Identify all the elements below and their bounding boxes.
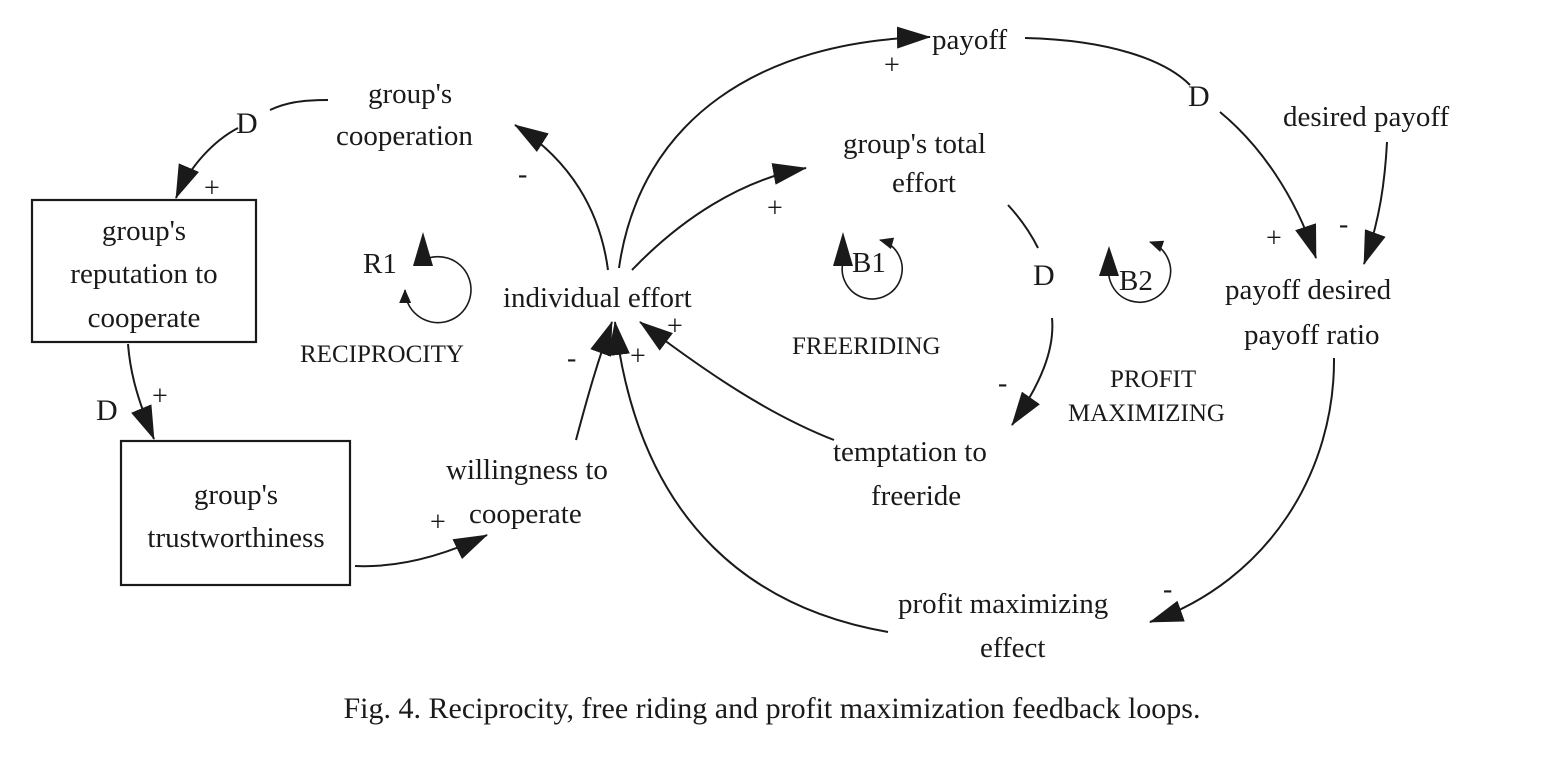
causal-loop-diagram: R1 B1 B2 RECIPROCITY FREERIDING PROFIT M…: [30, 24, 1449, 664]
sign-trustworthiness-to-willingness: +: [430, 507, 446, 538]
var-desired-payoff: desired payoff: [1283, 101, 1449, 133]
trustworthiness-stock: [119, 439, 352, 587]
link-effort-to-cooperation: [514, 124, 609, 271]
sign-profit-effect-to-effort: +: [630, 341, 646, 372]
var-total-effort-line1: group's total: [843, 128, 986, 160]
link-ratio-to-profit-effect: [1149, 357, 1336, 623]
loop-r1-arrowhead: [413, 232, 433, 266]
loop-b2-arrowhead: [1099, 246, 1119, 276]
loop-profit-name-line2: MAXIMIZING: [1068, 400, 1225, 427]
sign-temptation-to-effort: +: [667, 311, 683, 342]
loop-b1-arrowhead: [833, 232, 853, 266]
var-total-effort-line2: effort: [892, 167, 956, 199]
var-groups-cooperation-line2: cooperation: [336, 120, 473, 152]
link-effort-to-payoff: [618, 26, 931, 269]
loop-b2-arc: [1107, 240, 1172, 303]
var-profit-effect-line1: profit maximizing: [898, 588, 1108, 620]
var-profit-effect-line2: effect: [980, 632, 1045, 664]
delay-mark-total-effort: D: [1033, 259, 1055, 292]
var-trustworthiness-line2: trustworthiness: [147, 522, 324, 554]
loop-b2-label: B2: [1119, 265, 1153, 297]
link-payoff-to-ratio: [1024, 37, 1316, 258]
var-individual-effort: individual effort: [503, 282, 692, 314]
loop-b1-label: B1: [852, 247, 886, 279]
var-groups-cooperation-line1: group's: [368, 78, 452, 110]
sign-reputation-to-trustworthiness: +: [152, 381, 168, 412]
loop-reciprocity-name: RECIPROCITY: [300, 341, 464, 368]
sign-willingness-to-effort: -: [567, 343, 576, 374]
sign-desired-to-ratio: -: [1339, 209, 1348, 240]
link-total-effort-to-temptation: [1008, 204, 1054, 425]
link-reputation-to-trustworthiness: [127, 343, 155, 440]
figure-caption: Fig. 4. Reciprocity, free riding and pro…: [343, 692, 1201, 725]
link-cooperation-to-reputation: [176, 99, 329, 198]
sign-payoff-to-ratio: +: [1266, 223, 1282, 254]
var-willingness-line1: willingness to: [446, 454, 608, 486]
sign-effort-to-total-effort: +: [767, 193, 783, 224]
delay-mark-payoff: D: [1188, 80, 1210, 113]
link-willingness-to-effort: [575, 321, 613, 441]
delay-mark-reputation: D: [96, 394, 118, 427]
sign-total-effort-to-temptation: -: [998, 368, 1007, 399]
sign-ratio-to-profit-effect: -: [1163, 574, 1172, 605]
var-payoff-ratio-line2: payoff ratio: [1244, 319, 1380, 351]
delay-mark-cooperation: D: [236, 107, 258, 140]
loop-b1-arc: [841, 237, 903, 300]
var-willingness-line2: cooperate: [469, 498, 582, 530]
link-trustworthiness-to-willingness: [354, 534, 488, 568]
loop-freeriding-name: FREERIDING: [792, 333, 941, 360]
sign-cooperation-to-reputation: +: [204, 173, 220, 204]
var-temptation-line2: freeride: [871, 480, 961, 512]
var-temptation-line1: temptation to: [833, 436, 987, 468]
var-reputation-line2: reputation to: [70, 258, 217, 290]
link-effort-to-total-effort: [631, 163, 807, 271]
loop-profit-name-line1: PROFIT: [1110, 366, 1196, 393]
link-temptation-to-effort: [639, 321, 835, 441]
sign-effort-to-cooperation: -: [518, 159, 527, 190]
var-trustworthiness-line1: group's: [194, 479, 278, 511]
sign-effort-to-payoff: +: [884, 50, 900, 81]
var-reputation-line3: cooperate: [88, 302, 201, 334]
loop-r1-arc: [399, 255, 472, 324]
var-reputation-line1: group's: [102, 215, 186, 247]
loop-r1-label: R1: [363, 248, 397, 280]
link-desired-to-ratio: [1363, 141, 1388, 265]
var-payoff: payoff: [932, 24, 1008, 56]
link-profit-effect-to-effort: [608, 321, 889, 633]
var-payoff-ratio-line1: payoff desired: [1225, 274, 1392, 306]
